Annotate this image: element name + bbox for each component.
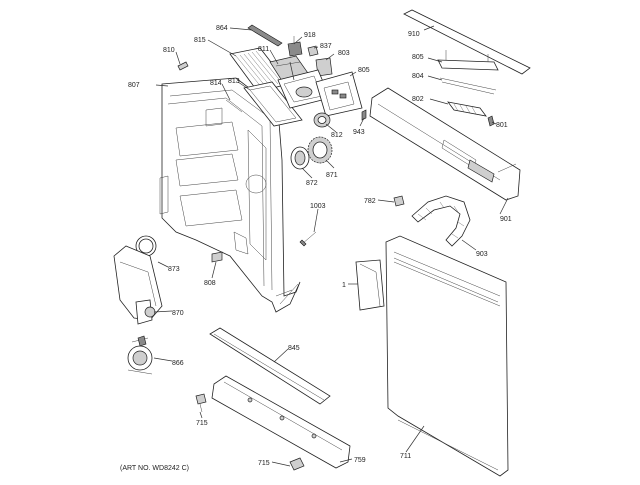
callout-815: 815 <box>194 37 206 44</box>
callout-866: 866 <box>172 360 184 367</box>
part-910-trim <box>403 9 531 75</box>
callout-715-upper: 715 <box>196 420 208 427</box>
callout-811: 811 <box>258 46 269 53</box>
callout-810: 810 <box>163 47 175 54</box>
callout-943: 943 <box>353 129 365 136</box>
part-845-strip <box>209 327 331 405</box>
callout-808: 808 <box>204 280 216 287</box>
part-711-outer-door <box>385 235 509 477</box>
part-872-seal <box>290 146 310 170</box>
callout-805-center: 805 <box>358 67 370 74</box>
part-802-grille <box>447 101 487 117</box>
part-805-housing <box>277 69 331 109</box>
callout-711: 711 <box>400 453 411 460</box>
callout-870: 870 <box>172 310 184 317</box>
part-715-screw-lower <box>289 457 305 471</box>
callout-873: 873 <box>168 266 180 273</box>
callout-715-lower: 715 <box>258 460 270 467</box>
part-837 <box>307 45 319 57</box>
callout-837: 837 <box>320 43 332 50</box>
callout-1003: 1003 <box>310 203 326 210</box>
callout-759: 759 <box>354 457 366 464</box>
callout-812: 812 <box>331 132 343 139</box>
callout-labels: 864 918 837 803 815 811 810 807 814 813 … <box>120 25 512 472</box>
part-943-screw <box>361 109 367 121</box>
leader-lines <box>153 25 509 467</box>
callout-782: 782 <box>364 198 376 205</box>
inner-door-panel <box>159 77 301 313</box>
part-871-gear <box>307 136 333 164</box>
part-1-literature <box>355 259 385 311</box>
part-782-connector <box>393 195 405 207</box>
callout-903: 903 <box>476 251 488 258</box>
callout-872: 872 <box>306 180 318 187</box>
part-870-tube <box>135 299 156 325</box>
callout-814: 814 <box>210 80 222 87</box>
part-864-strip <box>247 24 283 47</box>
part-805-bracket <box>437 50 499 71</box>
part-901-control-panel <box>369 87 521 201</box>
part-804-strip <box>439 77 497 95</box>
callout-803: 803 <box>338 50 350 57</box>
part-1003-screw <box>299 231 317 247</box>
callout-918: 918 <box>304 32 316 39</box>
callout-871: 871 <box>326 172 338 179</box>
part-808-clip <box>211 251 223 263</box>
part-715-screw-upper <box>195 393 207 413</box>
callout-813: 813 <box>228 78 240 85</box>
part-903-harness <box>411 195 471 247</box>
callout-845: 845 <box>288 345 300 352</box>
callout-1: 1 <box>342 282 346 289</box>
callout-910: 910 <box>408 31 420 38</box>
callout-805-right: 805 <box>412 54 424 61</box>
part-813-gasket <box>243 81 303 127</box>
callout-901: 901 <box>500 216 512 223</box>
callout-864: 864 <box>216 25 228 32</box>
callout-807: 807 <box>128 82 140 89</box>
part-759-kickplate <box>211 375 351 469</box>
callout-802: 802 <box>412 96 424 103</box>
callout-801: 801 <box>496 122 508 129</box>
callout-804: 804 <box>412 73 424 80</box>
part-812-knob <box>313 112 331 128</box>
part-866-latch <box>127 335 153 375</box>
part-865-board <box>315 71 363 117</box>
part-810-screw <box>177 61 189 71</box>
part-801-screw <box>487 115 495 127</box>
part-814-rod <box>225 99 243 113</box>
art-number: (ART NO. WD8242 C) <box>120 465 189 472</box>
